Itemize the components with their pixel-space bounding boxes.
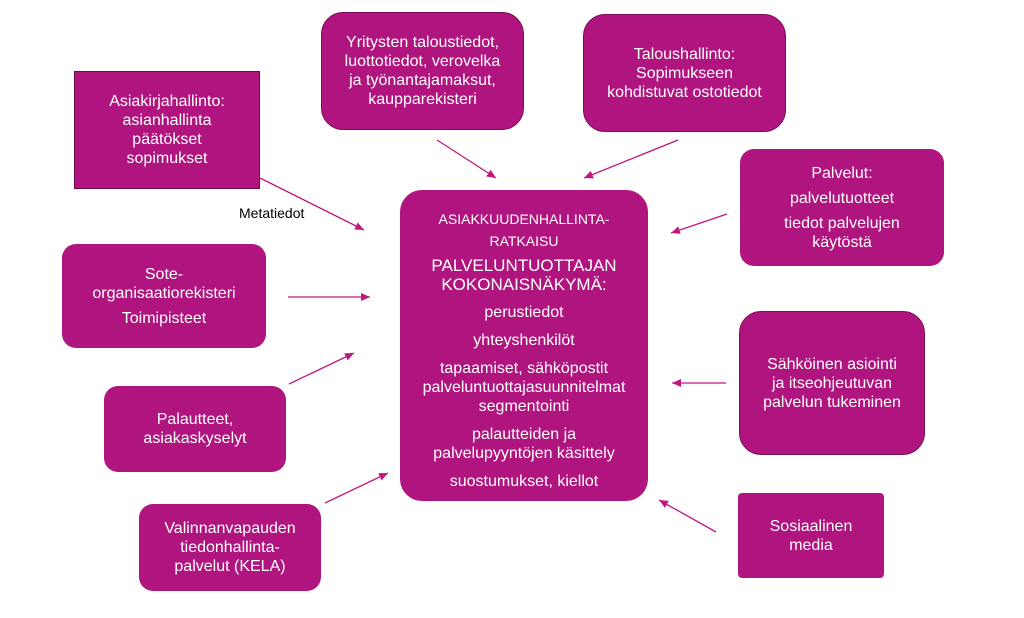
palvelut-line: tiedot palvelujen bbox=[784, 214, 900, 232]
palautteet-line: asiakaskyselyt bbox=[143, 430, 247, 447]
center-item: perustiedot bbox=[484, 304, 564, 321]
asiakirjahallinto-line: asianhallinta bbox=[122, 112, 212, 129]
center-item: tapaamiset, sähköpostit bbox=[439, 360, 609, 377]
asiakirjahallinto-line: Asiakirjahallinto: bbox=[109, 93, 225, 110]
valinnanvapaus-line: tiedonhallinta- bbox=[180, 539, 280, 556]
box-valinnanvapaus: Valinnanvapauden tiedonhallinta- palvelu… bbox=[139, 504, 321, 591]
box-asiakirjahallinto: Asiakirjahallinto: asianhallinta päätöks… bbox=[74, 71, 260, 189]
sote-line: Sote- bbox=[144, 265, 184, 283]
sahkoinen-line: ja itseohjeutuvan bbox=[771, 374, 893, 392]
center-title: RATKAISU bbox=[489, 233, 559, 249]
sosiaalinen-line: Sosiaalinen bbox=[769, 517, 853, 535]
taloushallinto-line: Taloushallinto: bbox=[633, 45, 736, 63]
yritysten-line: luottotiedot, verovelka bbox=[344, 53, 501, 70]
asiakirjahallinto-line: sopimukset bbox=[126, 150, 208, 167]
metatiedot-label: Metatiedot bbox=[239, 205, 305, 221]
arrow-valinnanvapaus bbox=[324, 472, 389, 504]
box-taloushallinto: Taloushallinto: Sopimukseen kohdistuvat … bbox=[583, 14, 786, 132]
arrow-palautteet bbox=[288, 352, 355, 385]
arrow-taloushallinto bbox=[583, 139, 679, 179]
taloushallinto-line: Sopimukseen bbox=[636, 64, 733, 82]
palvelut-line: käytöstä bbox=[812, 233, 872, 251]
valinnanvapaus-line: palvelut (KELA) bbox=[174, 558, 286, 575]
center-item: suostumukset, kiellot bbox=[449, 473, 599, 490]
center-item: yhteyshenkilöt bbox=[473, 332, 575, 349]
box-sahkoinen-asiointi: Sähköinen asiointi ja itseohjeutuvan pal… bbox=[739, 311, 925, 455]
center-item: segmentointi bbox=[478, 398, 570, 415]
box-yritysten-taloustiedot: Yritysten taloustiedot, luottotiedot, ve… bbox=[321, 12, 524, 130]
box-palvelut: Palvelut: palvelutuotteet tiedot palvelu… bbox=[740, 149, 944, 266]
box-asiakkuudenhallinta-center: ASIAKKUUDENHALLINTA- RATKAISU PALVELUNTU… bbox=[400, 190, 648, 501]
taloushallinto-line: kohdistuvat ostotiedot bbox=[607, 83, 762, 101]
arrow-yritysten bbox=[436, 139, 497, 179]
palvelut-line: palvelutuotteet bbox=[789, 189, 895, 207]
center-item: palautteiden ja bbox=[471, 426, 577, 443]
sosiaalinen-line: media bbox=[789, 536, 833, 554]
valinnanvapaus-line: Valinnanvapauden bbox=[164, 520, 296, 537]
center-title: ASIAKKUUDENHALLINTA- bbox=[438, 211, 610, 227]
box-sote-organisaatiorekisteri: Sote- organisaatiorekisteri Toimipisteet bbox=[62, 244, 266, 348]
palautteet-line: Palautteet, bbox=[156, 411, 234, 428]
arrow-asiakirjahallinto bbox=[259, 177, 365, 231]
palvelut-title: Palvelut: bbox=[811, 164, 873, 182]
yritysten-line: kaupparekisteri bbox=[368, 91, 477, 108]
asiakirjahallinto-line: päätökset bbox=[132, 131, 202, 148]
sahkoinen-line: Sähköinen asiointi bbox=[767, 355, 897, 373]
arrow-palvelut bbox=[670, 213, 728, 234]
arrow-sosiaalinen bbox=[658, 499, 717, 533]
yritysten-line: Yritysten taloustiedot, bbox=[346, 34, 499, 51]
box-palautteet: Palautteet, asiakaskyselyt bbox=[104, 386, 286, 472]
center-subtitle: PALVELUNTUOTTAJAN bbox=[431, 256, 617, 275]
center-item: palveluntuottajasuunnitelmat bbox=[422, 379, 626, 396]
center-subtitle: KOKONAISNÄKYMÄ: bbox=[441, 275, 607, 294]
sahkoinen-line: palvelun tukeminen bbox=[763, 393, 901, 411]
sote-line: Toimipisteet bbox=[121, 309, 207, 327]
yritysten-line: ja työnantajamaksut, bbox=[349, 72, 496, 89]
center-item: palvelupyyntöjen käsittely bbox=[433, 445, 615, 462]
box-sosiaalinen-media: Sosiaalinen media bbox=[738, 493, 884, 578]
sote-line: organisaatiorekisteri bbox=[92, 284, 236, 302]
